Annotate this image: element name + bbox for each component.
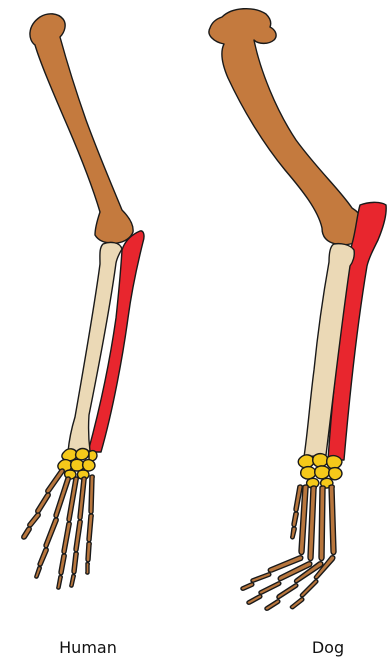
- human-humerus: [30, 14, 133, 243]
- dog-paw-bones: [241, 485, 336, 610]
- human-arm: [22, 14, 144, 589]
- dog-leg: [209, 9, 386, 611]
- human-label: Human: [38, 638, 138, 657]
- human-hand-bones: [22, 469, 94, 589]
- dog-carpals: [298, 454, 342, 488]
- dog-label: Dog: [278, 638, 378, 657]
- dog-humerus: [209, 9, 365, 245]
